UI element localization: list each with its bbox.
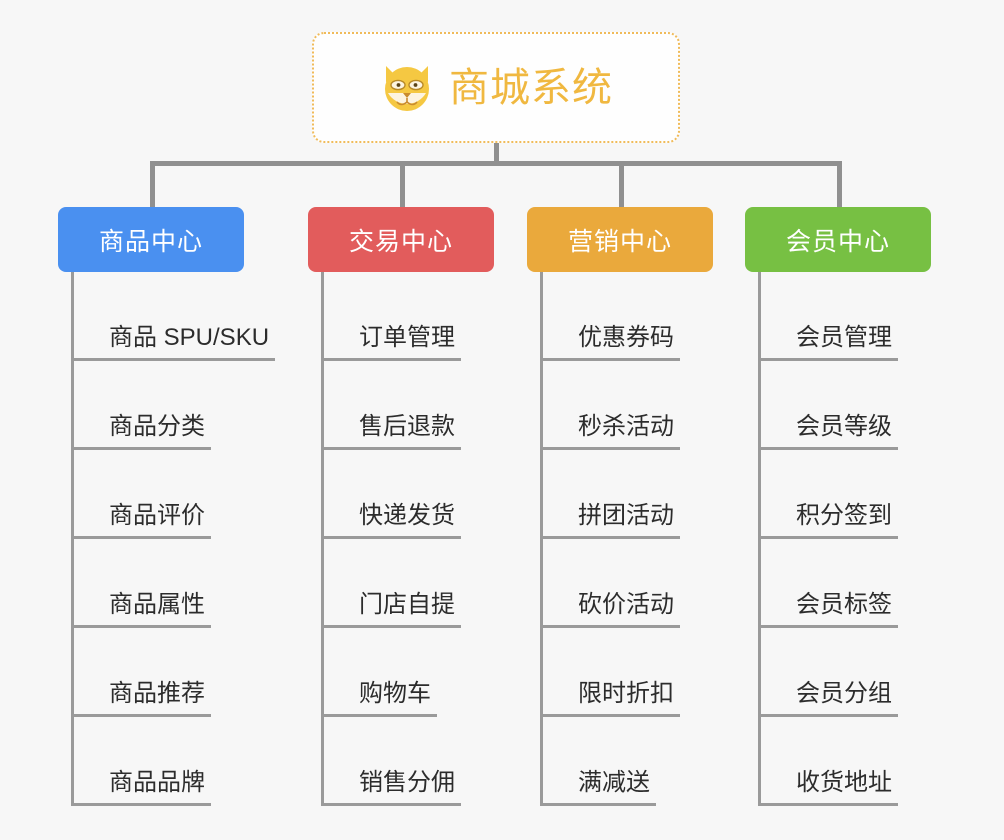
leaf-item[interactable]: 会员管理 [758,272,975,361]
leaf-item-label: 秒杀活动 [572,413,680,450]
leaf-item-label: 收货地址 [790,769,898,806]
leaf-item-label: 购物车 [353,680,437,717]
branch-spine [540,272,543,806]
leaf-item-label: 砍价活动 [572,591,680,628]
leaf-item-label: 会员管理 [790,324,898,361]
leaf-item[interactable]: 秒杀活动 [540,361,757,450]
connector-drop-1 [150,161,155,209]
leaf-item-label: 订单管理 [353,324,461,361]
branch-items-4: 会员管理 会员等级 积分签到 会员标签 会员分组 收货地址 [758,272,975,806]
leaf-item-label: 会员标签 [790,591,898,628]
branch-column-2: 交易中心 订单管理 售后退款 快递发货 门店自提 购物车 销售分佣 [308,207,538,806]
connector-bus [150,161,842,166]
branch-header-label: 商品中心 [98,227,203,256]
leaf-item[interactable]: 商品分类 [71,361,288,450]
branch-column-1: 商品中心 商品 SPU/SKU 商品分类 商品评价 商品属性 商品推荐 商品品牌 [58,207,288,806]
leaf-item-label: 限时折扣 [572,680,680,717]
leaf-item-label: 优惠券码 [572,324,680,361]
branch-header-3[interactable]: 营销中心 [527,207,713,272]
branch-header-label: 营销中心 [567,227,672,256]
leaf-item-label: 会员等级 [790,413,898,450]
leaf-item[interactable]: 门店自提 [321,539,538,628]
leaf-item[interactable]: 商品推荐 [71,628,288,717]
branch-header-4[interactable]: 会员中心 [745,207,931,272]
leaf-item[interactable]: 满减送 [540,717,757,806]
leaf-item[interactable]: 积分签到 [758,450,975,539]
leaf-item[interactable]: 商品属性 [71,539,288,628]
leaf-item[interactable]: 商品评价 [71,450,288,539]
connector-drop-3 [619,161,624,209]
branch-spine [71,272,74,806]
root-node-title: 商城系统 [449,65,613,110]
root-node-shop-system[interactable]: 商城系统 [312,32,680,143]
shiba-dog-face-icon [385,65,429,111]
connector-drop-2 [400,161,405,209]
leaf-item[interactable]: 收货地址 [758,717,975,806]
leaf-item[interactable]: 订单管理 [321,272,538,361]
leaf-item[interactable]: 会员分组 [758,628,975,717]
leaf-item-label: 商品评价 [103,502,211,539]
leaf-item[interactable]: 限时折扣 [540,628,757,717]
leaf-item-label: 满减送 [572,769,656,806]
leaf-item[interactable]: 商品 SPU/SKU [71,272,288,361]
branch-header-label: 交易中心 [348,227,453,256]
branch-items-2: 订单管理 售后退款 快递发货 门店自提 购物车 销售分佣 [321,272,538,806]
branch-header-1[interactable]: 商品中心 [58,207,244,272]
branch-spine [321,272,324,806]
leaf-item[interactable]: 购物车 [321,628,538,717]
leaf-item-label: 商品 SPU/SKU [103,324,276,361]
leaf-item-label: 积分签到 [790,502,898,539]
branch-header-2[interactable]: 交易中心 [308,207,494,272]
leaf-item[interactable]: 会员标签 [758,539,975,628]
leaf-item-label: 拼团活动 [572,502,680,539]
leaf-item[interactable]: 砍价活动 [540,539,757,628]
connector-drop-4 [837,161,842,209]
leaf-item-label: 商品分类 [103,413,211,450]
leaf-item-label: 商品推荐 [103,680,211,717]
connector-stem [494,143,499,165]
leaf-item[interactable]: 售后退款 [321,361,538,450]
leaf-item[interactable]: 优惠券码 [540,272,757,361]
branch-spine [758,272,761,806]
branch-column-4: 会员中心 会员管理 会员等级 积分签到 会员标签 会员分组 收货地址 [745,207,975,806]
leaf-item[interactable]: 销售分佣 [321,717,538,806]
leaf-item-label: 会员分组 [790,680,898,717]
leaf-item-label: 门店自提 [353,591,461,628]
branch-items-3: 优惠券码 秒杀活动 拼团活动 砍价活动 限时折扣 满减送 [540,272,757,806]
branch-column-3: 营销中心 优惠券码 秒杀活动 拼团活动 砍价活动 限时折扣 满减送 [527,207,757,806]
leaf-item-label: 商品品牌 [103,769,211,806]
leaf-item-label: 售后退款 [353,413,461,450]
leaf-item[interactable]: 商品品牌 [71,717,288,806]
leaf-item-label: 商品属性 [103,591,211,628]
leaf-item-label: 快递发货 [353,502,461,539]
branch-header-label: 会员中心 [785,227,890,256]
leaf-item-label: 销售分佣 [353,769,461,806]
leaf-item[interactable]: 拼团活动 [540,450,757,539]
leaf-item[interactable]: 快递发货 [321,450,538,539]
branch-items-1: 商品 SPU/SKU 商品分类 商品评价 商品属性 商品推荐 商品品牌 [71,272,288,806]
leaf-item[interactable]: 会员等级 [758,361,975,450]
